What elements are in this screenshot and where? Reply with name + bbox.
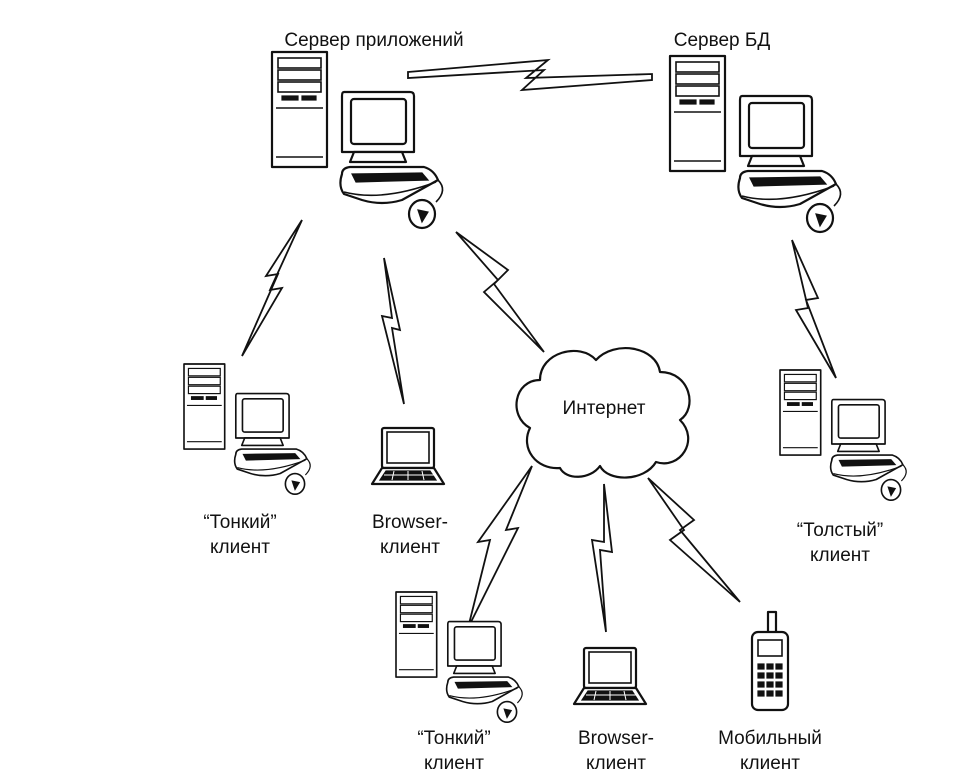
browser-client-2-node: Browser- клиент — [572, 646, 654, 774]
link-db-server-thick-client — [791, 239, 837, 379]
mobile-client-node: Мобильный клиент — [718, 610, 822, 774]
thin-client-2-node: “Тонкий” клиент — [395, 591, 524, 774]
mobile-client-label-line2: клиент — [740, 753, 800, 774]
browser-client-2-label-line2: клиент — [586, 753, 646, 774]
db-server-label: Сервер БД — [674, 30, 771, 51]
link-internet-mobile-client — [647, 477, 741, 603]
link-app-server-thin-client-1 — [241, 219, 303, 357]
thick-client-label-line1: “Толстый” — [797, 520, 883, 541]
thin-client-1-node: “Тонкий” клиент — [183, 363, 312, 558]
db-server-node: Сервер БД — [668, 30, 842, 234]
thin-client-1-label-line1: “Тонкий” — [203, 512, 276, 533]
thin-client-2-label-line1: “Тонкий” — [417, 728, 490, 749]
app-server-label: Сервер приложений — [284, 30, 463, 51]
link-app-server-internet — [455, 231, 545, 353]
links — [241, 58, 837, 633]
thick-client-label-line2: клиент — [810, 545, 870, 566]
browser-client-2-label-line1: Browser- — [578, 728, 654, 749]
thin-client-2-label-line2: клиент — [424, 753, 484, 774]
browser-client-1-label-line1: Browser- — [372, 512, 448, 533]
internet-cloud: Интернет — [515, 346, 691, 479]
app-server-node: Сервер приложений — [270, 30, 464, 230]
thin-client-1-label-line2: клиент — [210, 537, 270, 558]
link-app-server-browser-client-1 — [380, 257, 405, 405]
browser-client-1-label-line2: клиент — [380, 537, 440, 558]
internet-label: Интернет — [563, 398, 646, 419]
link-internet-browser-client-2 — [590, 483, 614, 633]
link-internet-thin-client-2 — [467, 465, 533, 629]
link-app-server-db-server — [407, 58, 653, 92]
thick-client-node: “Толстый” клиент — [779, 369, 908, 566]
mobile-client-label-line1: Мобильный — [718, 728, 822, 749]
browser-client-1-node: Browser- клиент — [370, 426, 448, 558]
